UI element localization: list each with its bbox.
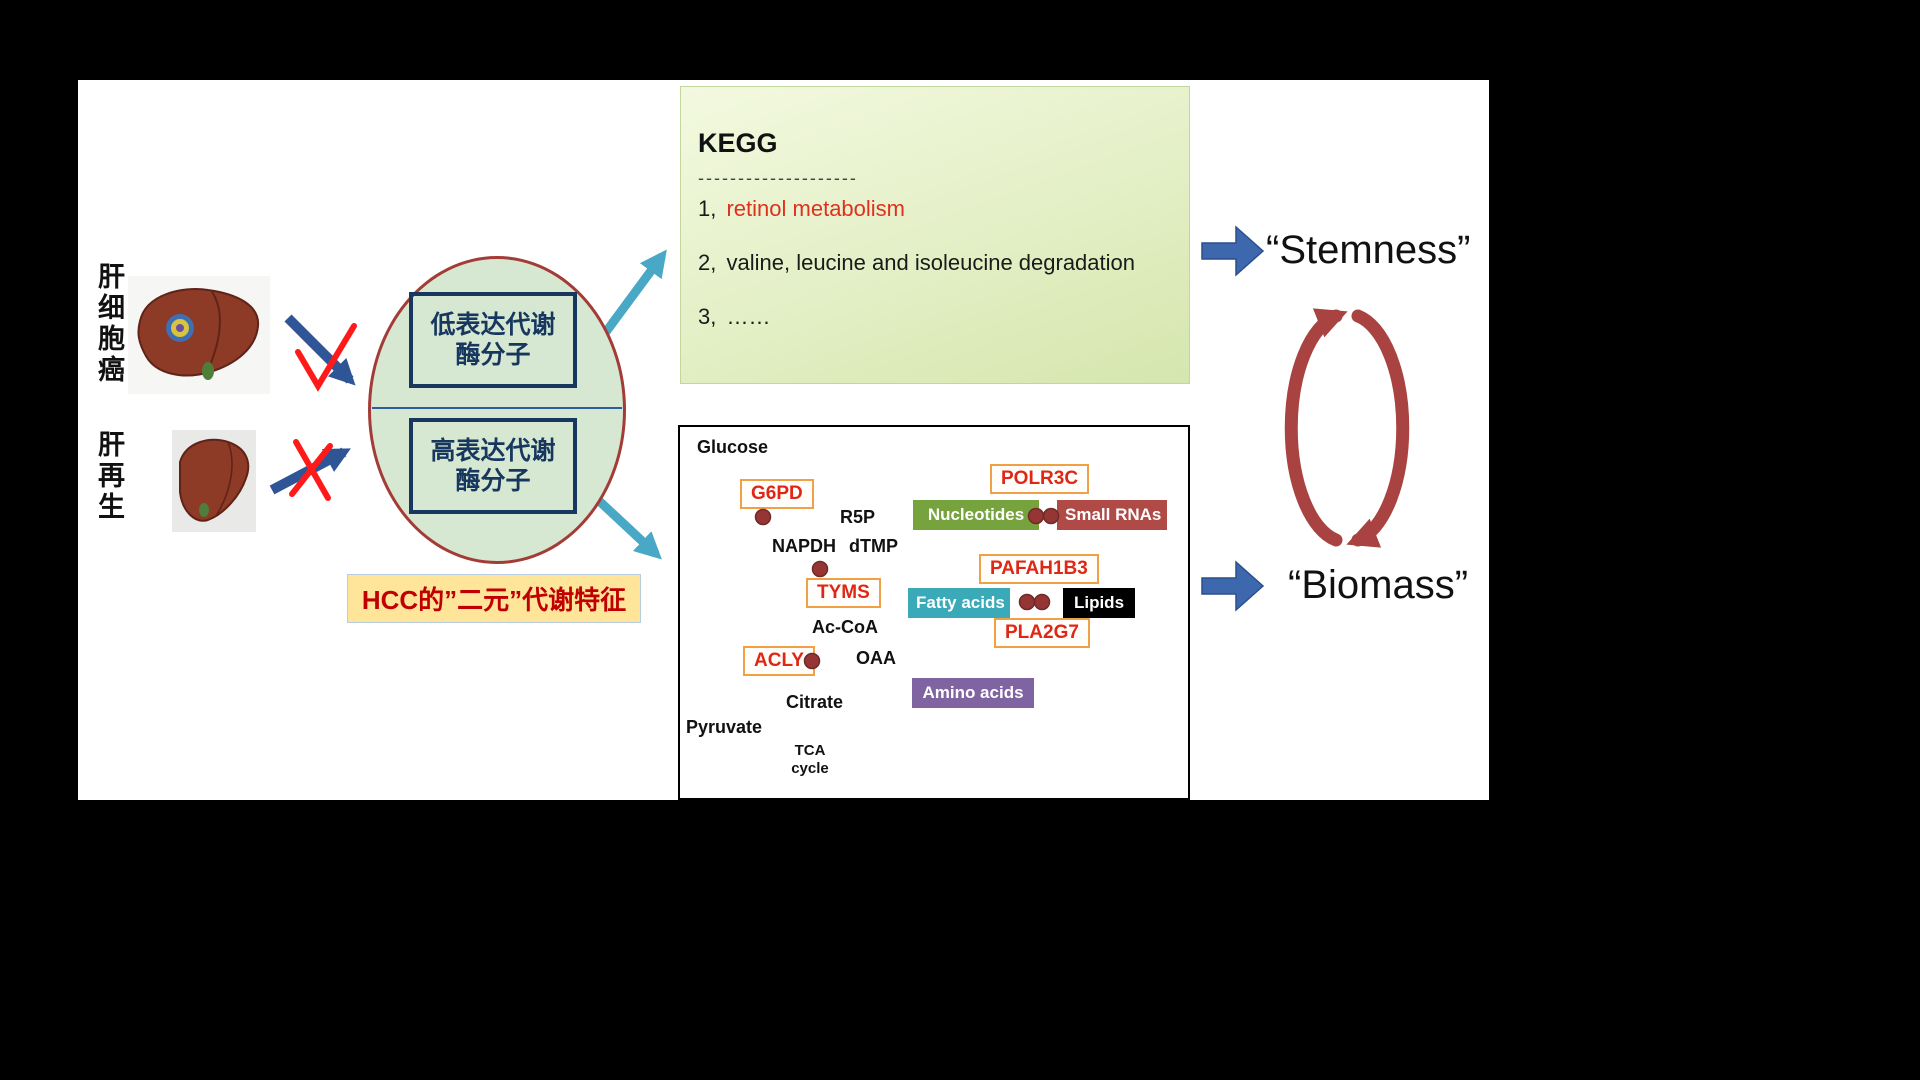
kegg-divider-dashes: -------------------- bbox=[698, 168, 858, 188]
pla2g7-enzyme-box: PLA2G7 bbox=[994, 618, 1090, 648]
tca-line2: cycle bbox=[791, 760, 829, 777]
kegg-item-2-text: valine, leucine and isoleucine degradati… bbox=[726, 250, 1135, 275]
kegg-item-2-number: 2, bbox=[698, 250, 717, 275]
acly-enzyme-box: ACLY bbox=[743, 646, 815, 676]
kegg-item-ellipsis: 3, …… bbox=[698, 304, 770, 330]
tca-line1: TCA bbox=[794, 742, 826, 759]
napdh-label: NAPDH bbox=[772, 536, 837, 556]
pafah1b3-enzyme-box: PAFAH1B3 bbox=[979, 554, 1099, 584]
tca-cycle-label: TCA cycle bbox=[785, 742, 835, 778]
high-expression-line2: 酶分子 bbox=[455, 467, 531, 495]
g6pd-enzyme-box: G6PD bbox=[740, 479, 814, 509]
stemness-label: “Stemness” bbox=[1266, 228, 1471, 272]
lipids-box: Lipids bbox=[1063, 588, 1135, 618]
pyruvate-label: Pyruvate bbox=[686, 717, 763, 737]
kegg-item-3-text: …… bbox=[726, 304, 771, 329]
fatty-acids-box: Fatty acids bbox=[908, 588, 1010, 618]
kegg-item-bcaa: 2, valine, leucine and isoleucine degrad… bbox=[698, 250, 1135, 276]
amino-acids-box: Amino acids bbox=[912, 678, 1034, 708]
glucose-label: Glucose bbox=[697, 437, 769, 457]
low-expression-line1: 低表达代谢 bbox=[430, 310, 556, 339]
liver-hcc-illustration bbox=[128, 276, 270, 394]
r5p-label: R5P bbox=[840, 507, 876, 527]
small-rnas-box: Small RNAs bbox=[1057, 500, 1167, 530]
high-expression-line1: 高表达代谢 bbox=[430, 436, 556, 465]
kegg-item-1-text: retinol metabolism bbox=[726, 196, 905, 221]
low-expression-box: 低表达代谢 酶分子 bbox=[409, 292, 577, 388]
label-hepatocellular-carcinoma: 肝细胞癌 bbox=[94, 262, 124, 386]
ac-coa-label: Ac-CoA bbox=[812, 617, 878, 637]
label-liver-regeneration: 肝再生 bbox=[94, 430, 124, 523]
liver-regen-image bbox=[172, 430, 256, 537]
kegg-panel bbox=[680, 86, 1190, 384]
polr3c-enzyme-box: POLR3C bbox=[990, 464, 1090, 494]
kegg-item-retinol: 1, retinol metabolism bbox=[698, 196, 905, 222]
hcc-binary-metabolism-caption: HCC的”二元”代谢特征 bbox=[347, 574, 641, 623]
dtmp-label: dTMP bbox=[849, 536, 898, 556]
kegg-item-3-number: 3, bbox=[698, 304, 717, 329]
kegg-title: KEGG bbox=[698, 128, 778, 158]
nucleotides-box: Nucleotides bbox=[913, 500, 1039, 530]
kegg-item-1-number: 1, bbox=[698, 196, 717, 221]
biomass-label: “Biomass” bbox=[1288, 563, 1469, 607]
tyms-enzyme-box: TYMS bbox=[806, 578, 881, 608]
liver-hcc-image bbox=[128, 276, 270, 399]
oaa-label: OAA bbox=[856, 648, 896, 668]
citrate-label: Citrate bbox=[786, 692, 844, 712]
low-expression-line2: 酶分子 bbox=[455, 341, 531, 369]
ellipse-divider-line bbox=[372, 407, 622, 409]
liver-regen-illustration bbox=[172, 430, 256, 532]
high-expression-box: 高表达代谢 酶分子 bbox=[409, 418, 577, 514]
